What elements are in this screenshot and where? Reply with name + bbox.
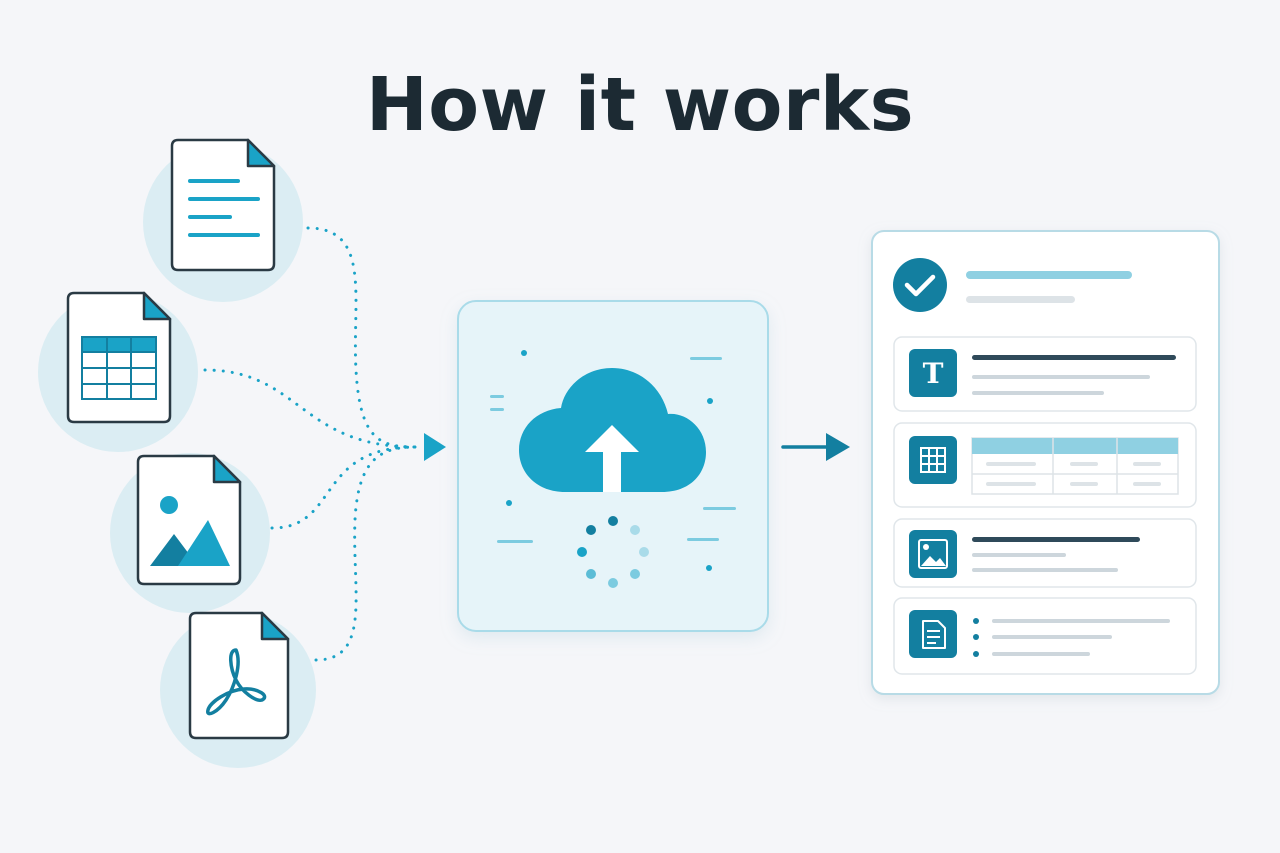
input-pdf-file [160, 611, 316, 768]
output-header [893, 258, 1132, 312]
table-grid-icon [909, 436, 957, 484]
spreadsheet-icon [66, 291, 172, 424]
image-file-icon [136, 454, 242, 586]
input-text-document [143, 138, 303, 302]
pdf-file-icon [188, 611, 290, 740]
input-image-file [110, 453, 270, 613]
loading-spinner-icon [577, 516, 649, 588]
input-spreadsheet [38, 291, 198, 452]
output-row-document [893, 597, 1197, 675]
cloud-upload-icon [519, 368, 706, 492]
output-row-text: T [893, 336, 1197, 412]
output-row-image [893, 518, 1197, 588]
image-icon [909, 530, 957, 578]
svg-text:T: T [923, 357, 944, 390]
connector-pdf [314, 445, 417, 662]
output-row-table [893, 422, 1197, 508]
sparkle-decorations [490, 350, 736, 571]
page-title: How it works [365, 62, 915, 148]
connector-sheet [203, 368, 417, 449]
connector-image [270, 445, 417, 530]
input-connectors [203, 226, 417, 662]
output-card: T [871, 230, 1220, 695]
check-circle-icon [893, 258, 947, 312]
connector-text [306, 226, 417, 449]
processing-card [457, 300, 769, 632]
arrow-to-output-icon [781, 433, 850, 461]
arrow-to-processor-icon [424, 433, 446, 461]
text-document-icon [170, 138, 276, 272]
text-type-icon: T [909, 349, 957, 397]
document-list-icon [909, 610, 957, 658]
